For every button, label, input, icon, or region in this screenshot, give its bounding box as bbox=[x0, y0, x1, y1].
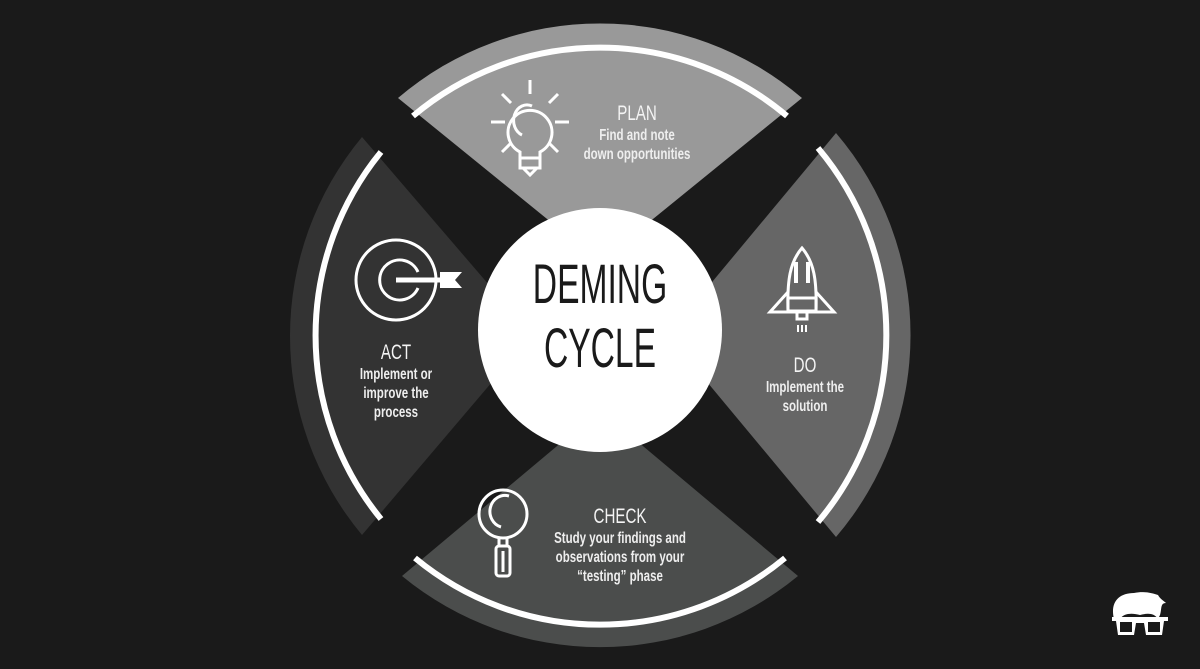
phase-act-desc-line1: Implement or bbox=[359, 366, 433, 383]
sector-do bbox=[668, 133, 911, 537]
phase-do-label: DO Implement the solution bbox=[705, 354, 905, 416]
phase-check-desc-line3: “testing” phase bbox=[577, 568, 663, 585]
phase-plan-label: PLAN Find and note down opportunities bbox=[537, 102, 737, 164]
phase-act-title: ACT bbox=[380, 341, 412, 364]
phase-do-desc-line1: Implement the bbox=[765, 379, 845, 396]
rocket-icon bbox=[766, 245, 838, 332]
lightbulb-icon bbox=[491, 80, 569, 178]
phase-do-title: DO bbox=[793, 354, 817, 377]
sector-check bbox=[402, 410, 798, 648]
phase-act-desc-line2: improve the bbox=[363, 385, 429, 402]
phase-check-label: CHECK Study your findings and observatio… bbox=[520, 505, 720, 586]
nerd-face-glasses-logo-icon bbox=[1112, 592, 1168, 635]
phase-plan-desc-line1: Find and note bbox=[599, 127, 675, 144]
phase-act-desc-line3: process bbox=[373, 404, 419, 421]
phase-act-label: ACT Implement or improve the process bbox=[296, 341, 496, 422]
center-title-line1: DEMING bbox=[532, 252, 668, 315]
phase-check-desc-line1: Study your findings and bbox=[554, 530, 686, 547]
sector-plan bbox=[398, 23, 802, 262]
sector-act bbox=[289, 137, 532, 535]
magnifying-glass-icon bbox=[477, 488, 529, 578]
phase-plan-desc-line2: down opportunities bbox=[583, 146, 691, 163]
center-circle bbox=[478, 208, 722, 452]
center-title-line2: CYCLE bbox=[543, 316, 657, 379]
phase-check-title: CHECK bbox=[593, 505, 647, 528]
phase-check-desc-line2: observations from your bbox=[555, 549, 685, 566]
phase-do-desc-line2: solution bbox=[782, 398, 828, 415]
center-title: DEMING CYCLE bbox=[527, 252, 673, 380]
target-arrow-icon bbox=[354, 238, 462, 322]
phase-plan-title: PLAN bbox=[617, 102, 657, 125]
